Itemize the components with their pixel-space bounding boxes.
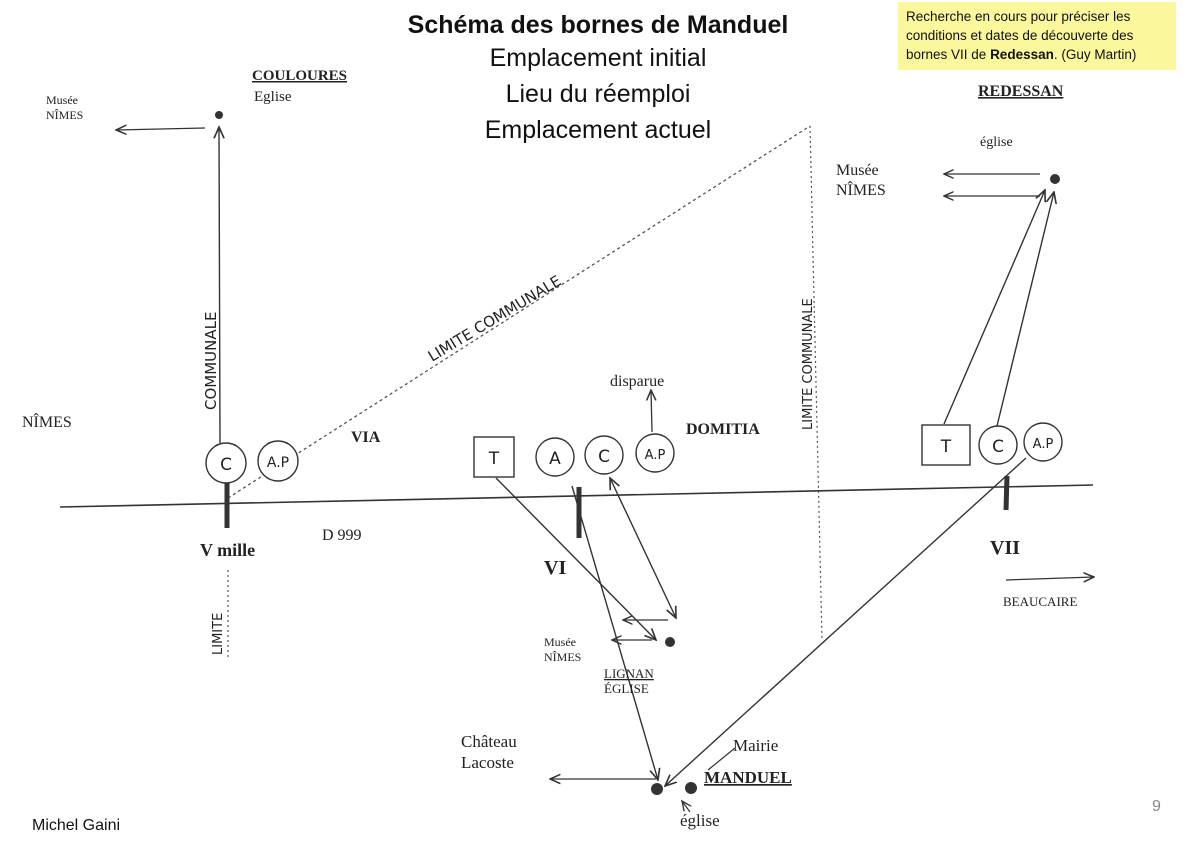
d999-label: D 999 <box>322 527 362 544</box>
borne-a-vi-letter: A <box>549 449 561 469</box>
mairie-label: Mairie <box>733 736 778 755</box>
note-text-bold: Redessan <box>990 47 1054 62</box>
arrow-t-vii-to-redessan <box>943 190 1045 425</box>
mairie-pointer <box>707 747 736 771</box>
arrow-c-lignan <box>610 478 676 618</box>
page-number: 9 <box>1152 798 1161 815</box>
limite-communale-diagonal-label: LIMITE COMMUNALE <box>425 272 565 366</box>
limite-communale-right-line <box>809 125 823 641</box>
musee-2-label: Musée <box>544 635 576 649</box>
couloures-eglise-label: Eglise <box>254 89 292 105</box>
eglise-pointer <box>682 801 690 813</box>
borne-c-vii-letter: C <box>992 437 1004 457</box>
couloures-label: COULOURES <box>252 68 347 84</box>
borne-t-vii-letter: T <box>940 437 952 457</box>
borne-c-vii <box>978 425 1018 465</box>
vii-marker <box>1003 475 1010 511</box>
arrow-c-vii-to-redessan <box>996 192 1054 427</box>
legend-lieu-reemploi: Lieu du réemploi <box>505 80 691 108</box>
manduel-church-dot <box>685 782 697 794</box>
note-text-1: Recherche en cours pour préciser les con… <box>906 9 1134 62</box>
redessan-label: REDESSAN <box>978 83 1064 100</box>
borne-c-vi <box>584 435 624 475</box>
chateau-label: Château <box>461 732 517 751</box>
borne-ap-vii-letter: A.P <box>1033 437 1054 452</box>
borne-t-vi <box>473 436 515 478</box>
domitia-label: DOMITIA <box>686 421 760 438</box>
limite-communale-right-label: LIMITE COMMUNALE <box>801 298 816 430</box>
borne-t-vi-letter: T <box>488 449 500 469</box>
borne-c-v-letter: C <box>220 455 232 475</box>
arrow-c-to-couloures <box>219 127 220 444</box>
arrow-ap-vii-to-manduel <box>665 457 1027 786</box>
couloures-church-dot <box>215 111 223 119</box>
lignan-eglise-label: ÉGLISE <box>604 681 649 696</box>
borne-c-vi-letter: C <box>598 447 610 467</box>
manduel-mairie-dot <box>651 783 663 795</box>
beaucaire-label: BEAUCAIRE <box>1003 594 1077 609</box>
arrow-t-to-lignan <box>495 477 656 640</box>
borne-ap-vii <box>1023 422 1063 462</box>
page-title: Schéma des bornes de Manduel <box>407 11 789 39</box>
limite-communale-vertical-label: COMMUNALE <box>202 312 220 410</box>
nimes-1-label: NÎMES <box>46 108 83 122</box>
arrow-to-musee-nimes-1 <box>116 128 206 130</box>
redessan-church-dot <box>1050 174 1060 184</box>
borne-ap-vi <box>635 433 675 473</box>
redessan-eglise-label: église <box>980 135 1013 150</box>
title-block: Schéma des bornes de Manduel Emplacement… <box>380 10 816 148</box>
arrow-to-beaucaire <box>1005 577 1094 580</box>
borne-ap-vi-letter: A.P <box>645 448 666 463</box>
borne-ap-v <box>257 440 299 482</box>
vi-label: VI <box>544 557 566 579</box>
legend-emplacement-actuel: Emplacement actuel <box>484 116 712 144</box>
research-note: Recherche en cours pour préciser les con… <box>898 2 1176 70</box>
manduel-eglise-label: église <box>680 811 720 830</box>
borne-a-vi <box>535 437 575 477</box>
legend-emplacement-initial: Emplacement initial <box>489 44 707 72</box>
note-text-2: . (Guy Martin) <box>1053 47 1137 62</box>
limite-communale-diagonal-line <box>227 125 811 499</box>
nimes-left-label: NÎMES <box>22 412 72 431</box>
borne-t-vii <box>921 424 971 466</box>
manduel-label: MANDUEL <box>704 768 792 787</box>
via-label: VIA <box>351 429 381 446</box>
disparue-label: disparue <box>610 373 664 390</box>
lignan-church-dot <box>665 637 675 647</box>
musee-1-label: Musée <box>46 93 78 107</box>
author-name: Michel Gaini <box>32 817 121 834</box>
v-mille-label: V mille <box>200 540 255 560</box>
borne-ap-v-letter: A.P <box>267 455 289 471</box>
lacoste-label: Lacoste <box>461 753 514 772</box>
nimes-3-label: NÎMES <box>836 180 886 199</box>
vii-label: VII <box>990 537 1020 559</box>
musee-3-label: Musée <box>836 162 879 179</box>
borne-c-v <box>205 442 247 484</box>
arrow-ap-disparue <box>651 390 652 433</box>
nimes-2-label: NÎMES <box>544 650 581 664</box>
lignan-label: LIGNAN <box>604 666 654 681</box>
arrow-a-to-manduel <box>571 485 658 780</box>
limite-bottom-label: LIMITE <box>211 613 226 655</box>
